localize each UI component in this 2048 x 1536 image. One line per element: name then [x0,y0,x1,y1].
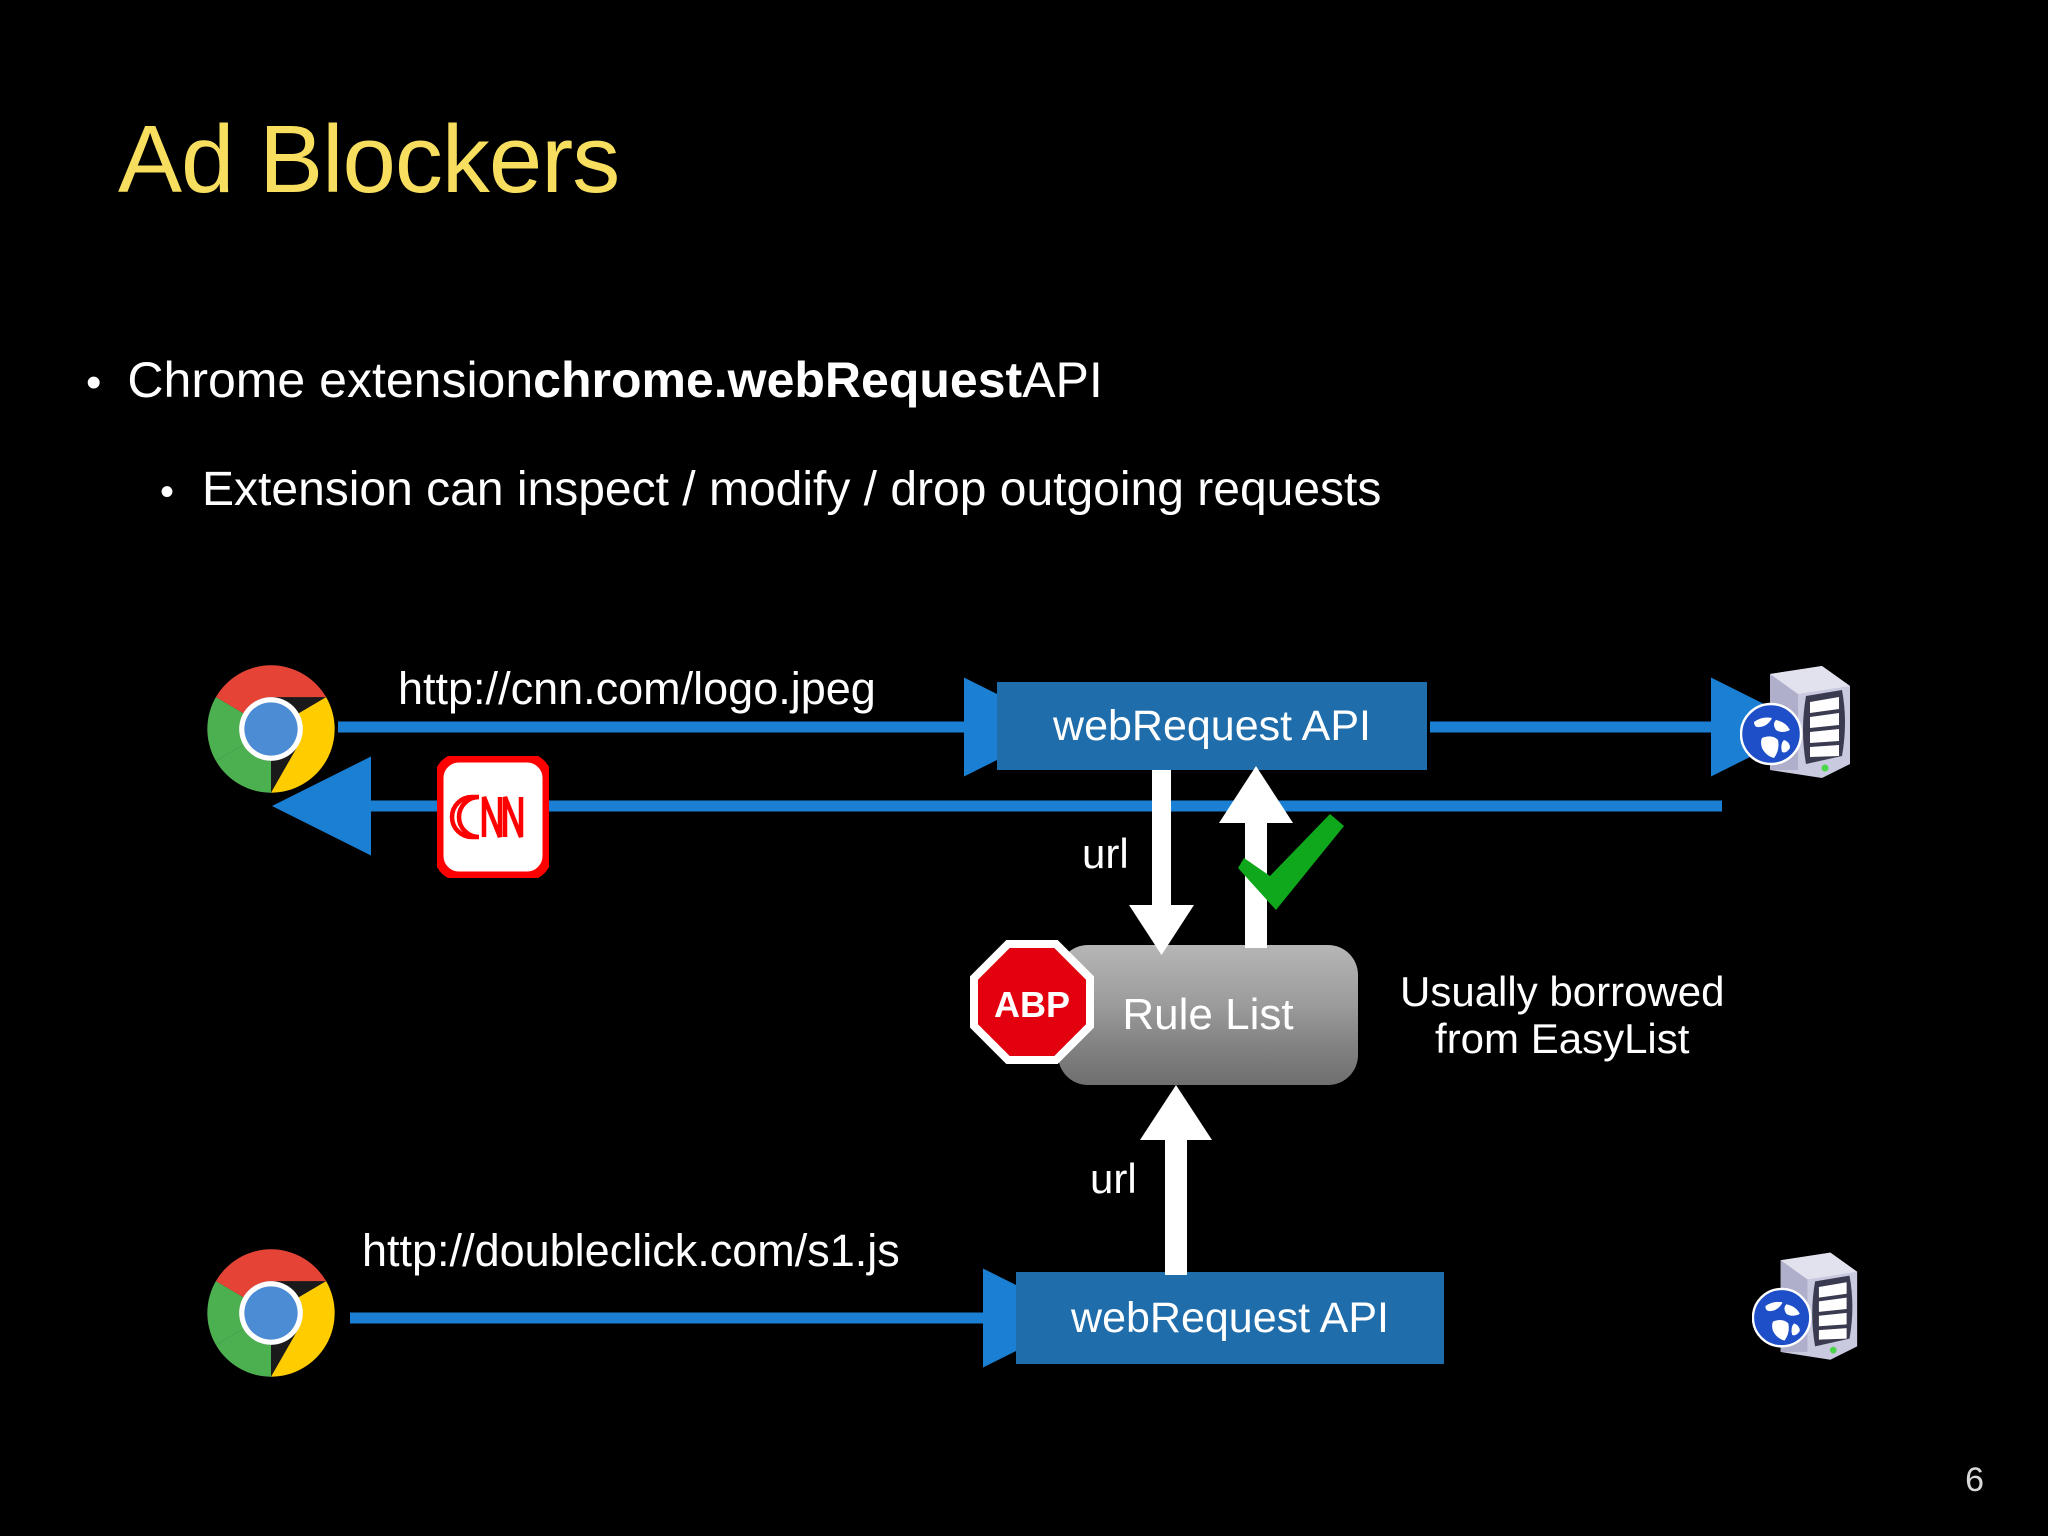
chrome-logo-icon [207,665,335,793]
bullet-text-part-before: Chrome extension [127,352,534,408]
rule-list-label: Rule List [1122,990,1294,1039]
easylist-note-line1: Usually borrowed [1400,968,1725,1015]
webrequest-api-box-bottom[interactable]: webRequest API [1016,1272,1444,1364]
adblock-plus-icon: ABP [970,940,1094,1064]
bullet-text: Extension can inspect / modify / drop ou… [202,463,1382,516]
request-url-doubleclick: http://doubleclick.com/s1.js [362,1225,900,1276]
webrequest-api-label: webRequest API [1071,1293,1389,1342]
chrome-logo-icon [207,1249,335,1377]
bullet-item-level1: • Chrome extension chrome.webRequest API [86,352,1103,410]
svg-text:ABP: ABP [994,984,1070,1025]
webrequest-api-label: webRequest API [1053,701,1371,750]
web-server-icon [1740,666,1850,778]
page-number: 6 [1965,1461,1984,1499]
bullet-item-level2: • Extension can inspect / modify / drop … [160,462,1381,517]
request-url-cnn: http://cnn.com/logo.jpeg [398,663,876,714]
edge-label-url-down: url [1082,830,1129,877]
green-check-icon [1238,814,1344,910]
bullet-text-part-bold: chrome.webRequest [533,352,1023,408]
easylist-note: Usually borrowed from EasyList [1400,968,1724,1062]
bullet-marker-icon: • [160,470,175,514]
rule-list-box[interactable]: Rule List [1058,945,1358,1085]
page-title: Ad Blockers [118,106,620,213]
edge-label-url-up: url [1090,1155,1137,1202]
bullet-text-part-after: API [1022,352,1103,408]
cnn-logo-icon [437,756,549,878]
bullet-marker-icon: • [86,358,102,407]
web-server-icon [1752,1252,1858,1360]
webrequest-api-box-top[interactable]: webRequest API [997,682,1427,770]
easylist-note-line2: from EasyList [1435,1015,1690,1063]
